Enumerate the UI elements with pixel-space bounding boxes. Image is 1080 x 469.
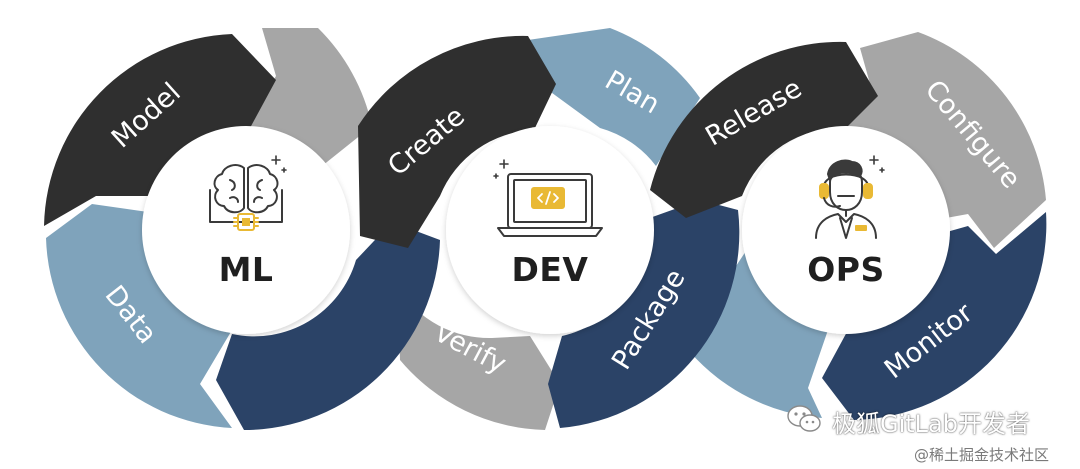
- ml-model-segment: [44, 34, 276, 226]
- ml-navy-segment: [216, 222, 440, 431]
- hub-title-ops: OPS: [807, 250, 885, 289]
- hub-title-dev: DEV: [512, 250, 589, 289]
- laptop-code-icon: [493, 159, 603, 237]
- brain-chip-icon: [209, 155, 287, 231]
- ops-monitor-segment: [822, 212, 1047, 420]
- dev-verify-segment: [398, 288, 560, 430]
- ops-hub: [742, 126, 950, 334]
- dev-package-segment: [548, 200, 740, 428]
- dev-plan-segment: [528, 28, 700, 166]
- wechat-icon: [787, 405, 821, 432]
- ops-configure-segment: [836, 32, 1046, 248]
- dev-hub: [446, 126, 654, 334]
- watermark-main: 极狐GitLab开发者: [832, 410, 1030, 438]
- dev-create-segment: [358, 35, 556, 249]
- ops-release-segment: [650, 41, 878, 219]
- watermark-sub: @稀土掘金技术社区: [914, 446, 1050, 464]
- hub-title-ml: ML: [219, 250, 274, 289]
- ml-data-segment: [46, 204, 232, 428]
- operator-headset-icon: [815, 155, 885, 239]
